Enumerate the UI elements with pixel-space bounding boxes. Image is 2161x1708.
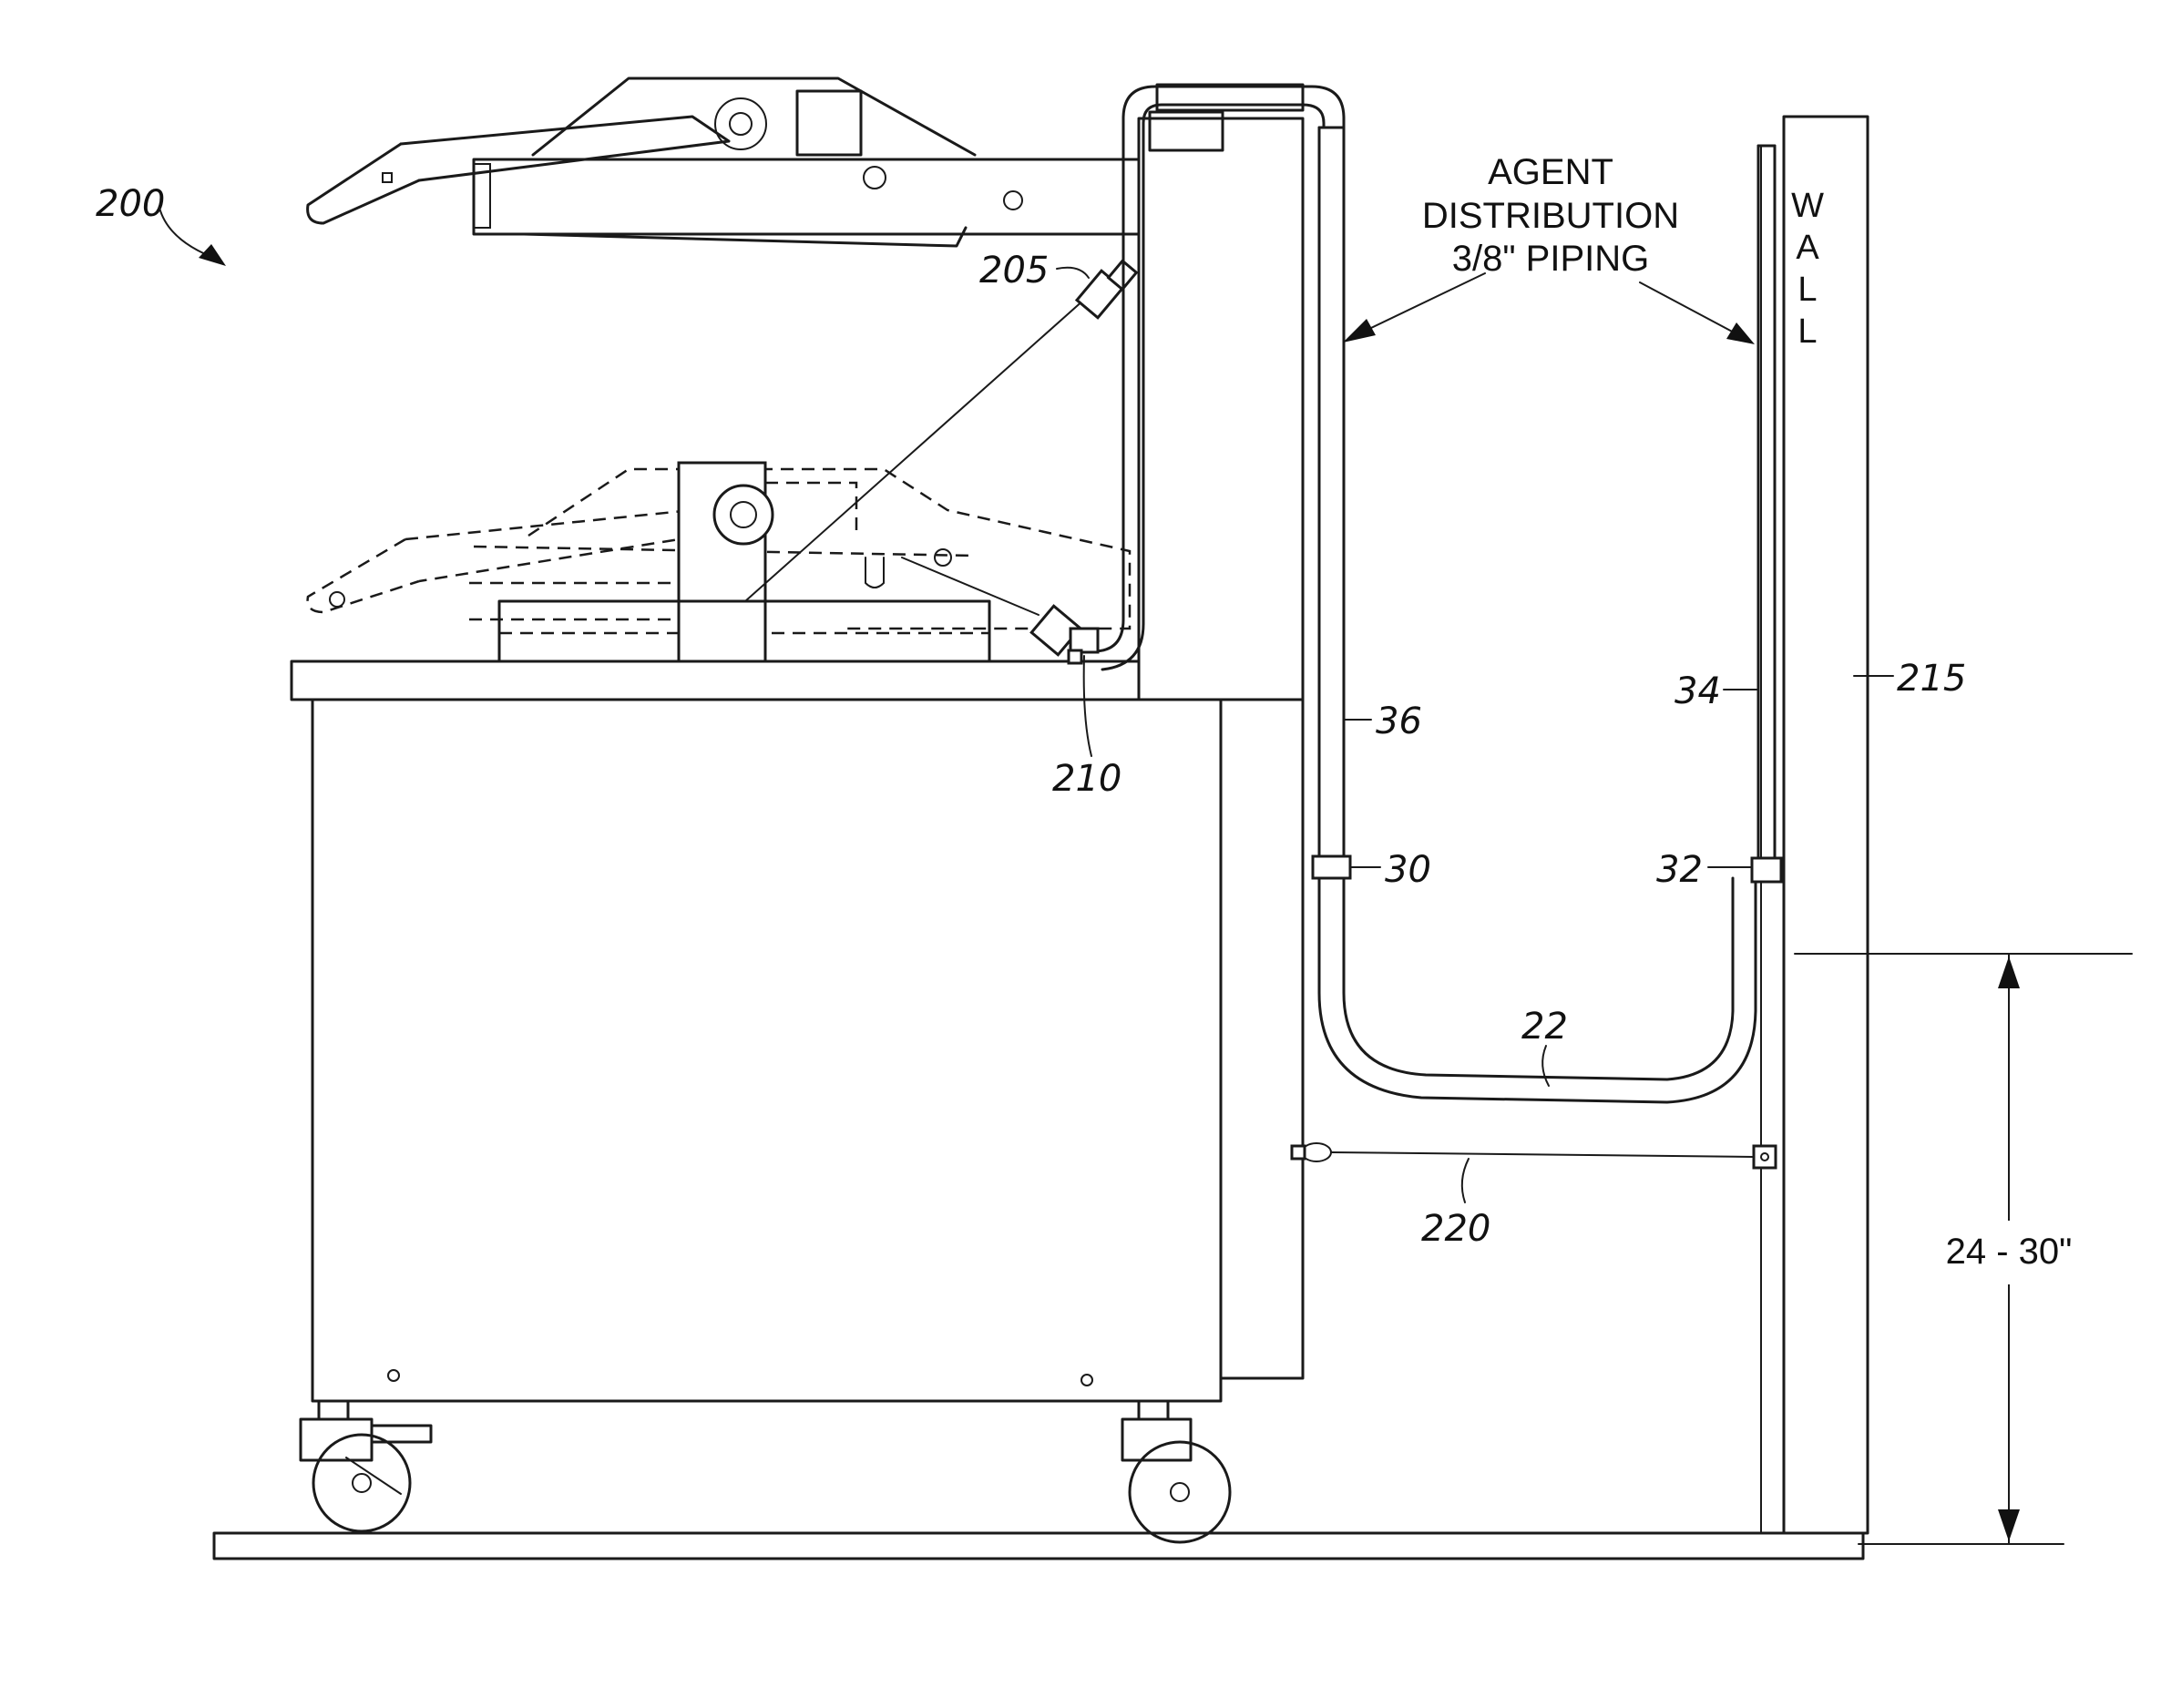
pipe-36 — [1319, 128, 1344, 856]
ref-215-group: 215 — [1854, 658, 1966, 700]
ref-32-group: 32 — [1656, 849, 1751, 891]
ref-32: 32 — [1656, 849, 1703, 891]
wall-letter-a: A — [1796, 229, 1819, 267]
agent-hose — [745, 291, 1093, 615]
fryer-cabinet — [292, 661, 1303, 1401]
wall: W A L L — [1761, 117, 1868, 1533]
floor — [214, 1533, 1863, 1559]
caster-rear — [1122, 1401, 1230, 1542]
piping-callout: AGENT DISTRIBUTION 3/8" PIPING — [1343, 152, 1755, 344]
wall-letter-l1: L — [1797, 271, 1817, 309]
ref-34-group: 34 — [1675, 670, 1756, 712]
coupling-30 — [1313, 856, 1350, 878]
wall-letter-l2: L — [1797, 312, 1817, 351]
ref-30-group: 30 — [1350, 849, 1431, 891]
ref-34: 34 — [1675, 670, 1721, 712]
piping-label-line3: 3/8" PIPING — [1452, 239, 1650, 279]
ref-30: 30 — [1385, 849, 1431, 891]
fryer-column — [1139, 112, 1303, 700]
wall-letter-w: W — [1791, 187, 1824, 225]
fitting-205 — [1077, 261, 1136, 317]
ref-36-group: 36 — [1344, 701, 1422, 742]
piping-label-line2: DISTRIBUTION — [1422, 196, 1679, 236]
top-pipe — [1123, 85, 1344, 246]
ref-205-group: 205 — [979, 250, 1089, 291]
dimension-24-30: 24 - 30" — [1795, 954, 2132, 1544]
ref-215: 215 — [1897, 658, 1966, 700]
ref-200: 200 — [96, 183, 165, 225]
ref-22-group: 22 — [1521, 1006, 1568, 1086]
figure-reference: 200 — [96, 183, 226, 266]
ref-205: 205 — [979, 250, 1049, 291]
restraint-cable-220 — [1292, 1143, 1776, 1168]
caster-front — [301, 1401, 431, 1531]
dimension-label: 24 - 30" — [1946, 1232, 2073, 1272]
ref-36: 36 — [1376, 701, 1422, 742]
ref-220: 220 — [1421, 1208, 1490, 1250]
piping-label-line1: AGENT — [1488, 152, 1613, 192]
ref-220-group: 220 — [1421, 1159, 1490, 1250]
ref-210-group: 210 — [1052, 656, 1121, 800]
upper-hood — [308, 78, 1139, 246]
hose-22 — [1319, 878, 1756, 1102]
coupling-32 — [1752, 858, 1781, 882]
ref-210: 210 — [1052, 758, 1121, 800]
ref-22: 22 — [1521, 1006, 1568, 1048]
lift-block — [679, 463, 884, 661]
